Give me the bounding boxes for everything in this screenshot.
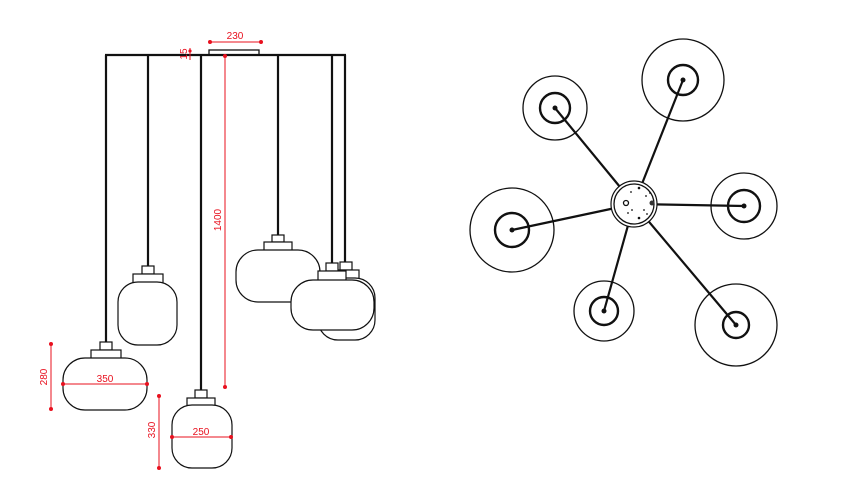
shade-top xyxy=(641,38,725,122)
dimension-canopy-width: 230 xyxy=(208,31,263,44)
svg-text:350: 350 xyxy=(97,374,114,385)
top-view xyxy=(469,38,778,367)
dimension-large-width: 350 xyxy=(61,374,149,386)
canopy-hub xyxy=(610,180,658,228)
dimension-canopy-height: 15 xyxy=(179,48,192,60)
shade-top xyxy=(710,172,778,240)
svg-text:230: 230 xyxy=(227,31,244,42)
svg-text:280: 280 xyxy=(39,368,50,385)
dimension-cord-length: 1400 xyxy=(213,54,227,389)
dimension-small-height: 330 xyxy=(147,394,161,470)
dimension-small-width: 250 xyxy=(170,427,233,439)
shade-top xyxy=(694,283,778,367)
lamp-shade xyxy=(290,262,375,331)
shade-top xyxy=(573,280,635,342)
shade-top xyxy=(522,75,588,141)
dimension-large-height: 280 xyxy=(39,342,53,411)
svg-text:15: 15 xyxy=(179,48,190,60)
side-view: 230 15 1400 280 350 330 xyxy=(39,31,376,470)
lamp-shade xyxy=(117,265,178,346)
svg-text:250: 250 xyxy=(193,427,210,438)
svg-text:1400: 1400 xyxy=(213,208,224,231)
cords xyxy=(104,55,347,390)
shade-top xyxy=(469,187,555,273)
svg-text:330: 330 xyxy=(147,421,158,438)
